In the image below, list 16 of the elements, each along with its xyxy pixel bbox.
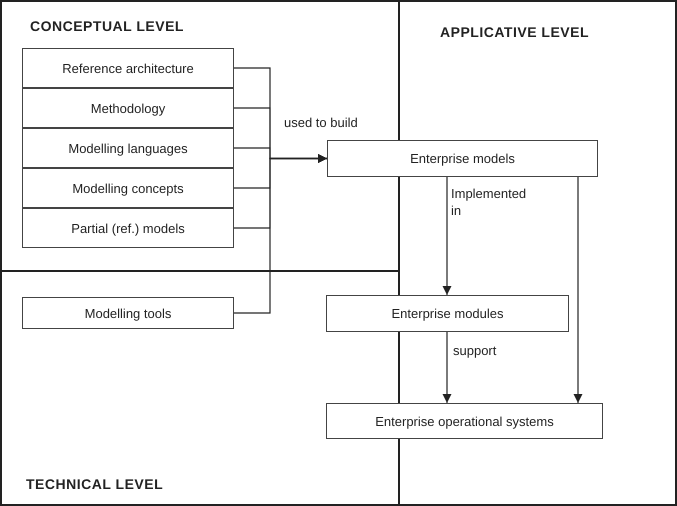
process-box: Methodology [22,88,234,128]
process-box: Modelling languages [22,128,234,168]
level-heading: CONCEPTUAL LEVEL [30,18,184,34]
level-heading: TECHNICAL LEVEL [26,476,164,492]
process-box: Enterprise modules [326,295,569,332]
process-box: Modelling tools [22,297,234,329]
arrow [234,154,327,314]
process-box: Enterprise operational systems [326,403,603,439]
process-box: Enterprise models [327,140,598,177]
arrow [442,332,452,403]
level-heading: APPLICATIVE LEVEL [440,24,590,40]
process-box: Reference architecture [22,48,234,88]
process-box: Modelling concepts [22,168,234,208]
arrow [574,177,582,403]
arrow [442,177,452,295]
process-box: Partial (ref.) models [22,208,234,248]
